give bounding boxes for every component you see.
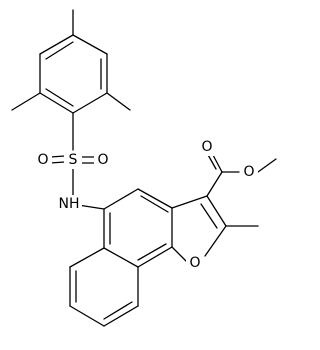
bond [69, 247, 105, 268]
atom-labels: S O O NH O O O [34, 138, 258, 272]
structure-canvas: S O O NH O O O [11, 9, 277, 327]
bond [103, 247, 139, 268]
bond [171, 195, 208, 209]
bond [137, 188, 173, 209]
bond [11, 92, 41, 111]
bond [77, 204, 105, 210]
bond [140, 195, 169, 213]
bond [212, 154, 223, 173]
bond [103, 305, 139, 327]
bond [204, 225, 227, 257]
amine-label: NH [59, 196, 80, 212]
bond [257, 158, 277, 173]
bond [171, 246, 188, 263]
sulfonyl-oxygen-left-label: O [37, 152, 48, 168]
bond [45, 41, 74, 60]
bond [72, 34, 108, 55]
bond [72, 92, 108, 114]
bonds [11, 9, 277, 327]
bond [49, 155, 66, 158]
sulfonyl-oxygen-right-label: O [97, 152, 108, 168]
bond [103, 188, 139, 210]
bond [39, 34, 74, 55]
bond [39, 92, 74, 114]
ester-ether-oxygen-label: O [243, 164, 254, 180]
molecule-structure: S O O NH O O O [11, 9, 277, 327]
bond [103, 301, 133, 320]
bond [206, 171, 223, 197]
bond [49, 161, 66, 164]
sulfur-label: S [69, 152, 78, 168]
bond [69, 305, 105, 327]
bond [206, 195, 227, 227]
bond [45, 88, 74, 107]
bond [200, 203, 218, 229]
bond [137, 246, 173, 268]
furan-oxygen-label: O [189, 255, 200, 271]
ester-carbonyl-oxygen-label: O [201, 139, 212, 155]
bond [137, 243, 167, 261]
bond [106, 92, 131, 111]
